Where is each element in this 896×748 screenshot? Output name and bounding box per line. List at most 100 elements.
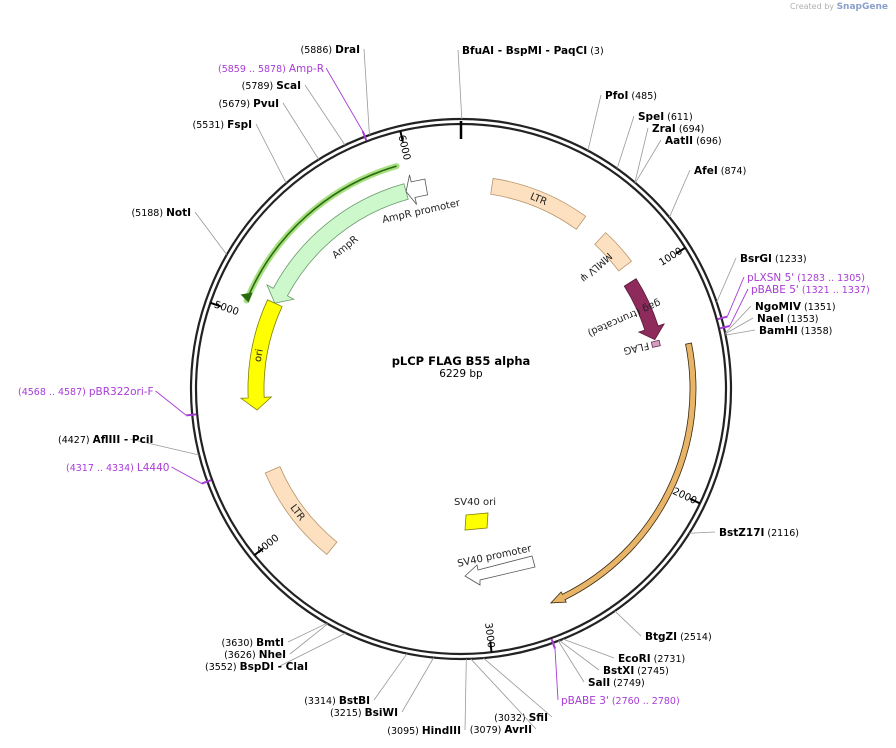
site-label-pfoi: PfoI (485) xyxy=(605,90,657,102)
site-pos-avrii: (3079) xyxy=(470,725,505,736)
tick-label-5000: 5000 xyxy=(212,300,240,319)
site-pos-pvui: (5679) xyxy=(218,99,253,110)
primer-range-amp-r: (5859 .. 5878) xyxy=(218,64,289,75)
feature-label-sv40-ori-5: SV40 ori xyxy=(454,497,496,508)
site-part-paqci: PaqCI xyxy=(554,45,588,57)
site-pos-bstbi: (3314) xyxy=(304,696,339,707)
feature-ori-8 xyxy=(239,299,283,411)
site-label-bstbi: (3314) BstBI xyxy=(304,695,370,707)
site-leader-bstz17i xyxy=(689,531,716,534)
site-label-noti: (5188) NotI xyxy=(131,207,191,219)
site-label-scai: (5789) ScaI xyxy=(242,80,301,92)
site-name-afei: AfeI xyxy=(694,165,718,177)
site-label-fspi: (5531) FspI xyxy=(193,119,252,131)
site-pos-noti: (5188) xyxy=(131,208,166,219)
site-label-pvui: (5679) PvuI xyxy=(218,98,279,110)
primers-layer: (5859 .. 5878) Amp-R pLXSN 5' (1283 .. 13… xyxy=(18,63,870,707)
feature-mmlv-1 xyxy=(594,232,633,272)
site-leader-afei xyxy=(669,169,691,218)
site-pos-bamhi: (1358) xyxy=(798,326,833,337)
site-pos-bsrgi: (1233) xyxy=(772,254,807,265)
primer-name-pbabe-5: pBABE 5' xyxy=(751,284,799,296)
site-part-: - xyxy=(494,45,506,57)
site-name-ngomiv: NgoMIV xyxy=(755,301,802,313)
site-label-afliii: (4427) AflIII - PciI xyxy=(58,434,153,446)
primer-range-l4440: (4317 .. 4334) xyxy=(66,463,137,474)
feature-label-flag-3: FLAG xyxy=(622,339,650,356)
site-leader-pvui xyxy=(282,102,320,160)
primer-name-amp-r: Amp-R xyxy=(289,63,324,75)
site-label-aatii: AatII (696) xyxy=(665,135,722,147)
tick-label-2000: 2000 xyxy=(671,486,699,507)
primer-mark-amp-r xyxy=(361,130,368,141)
site-leader-bsiwi xyxy=(401,657,435,713)
ampr-highlight-arrowhead xyxy=(240,292,253,303)
feature-sv40-ori-box xyxy=(464,512,489,531)
site-name-hindiii: HindIII xyxy=(422,725,461,737)
site-name-bstz17i: BstZ17I xyxy=(719,527,764,539)
tick-label-4000: 4000 xyxy=(255,533,282,558)
site-label-naei: NaeI (1353) xyxy=(757,313,819,325)
site-pos-bspdi: (3552) xyxy=(205,662,240,673)
site-pos-pfoi: (485) xyxy=(628,91,657,102)
site-name-bamhi: BamHI xyxy=(759,325,798,337)
primer-leader-pbabe-5 xyxy=(729,288,749,327)
site-name-avrii: AvrII xyxy=(504,724,532,736)
site-part-: - xyxy=(542,45,554,57)
site-leader-spei xyxy=(616,115,635,169)
site-pos-sali: (2749) xyxy=(610,678,645,689)
site-leader-bstxi xyxy=(559,640,600,671)
feature-b55-alpha-cds-4 xyxy=(549,342,697,604)
backbone-outer-circle xyxy=(189,117,733,661)
primer-label-plxsn-5: pLXSN 5' (1283 .. 1305) xyxy=(747,272,865,284)
site-label-zrai: ZraI (694) xyxy=(652,123,704,135)
site-label-spei: SpeI (611) xyxy=(638,111,693,123)
site-pos-aatii: (696) xyxy=(693,136,722,147)
tick-3000 xyxy=(489,641,493,653)
primer-range-pbabe-5: (1321 .. 1337) xyxy=(799,285,870,296)
site-name-sfii: SfiI xyxy=(529,712,548,724)
site-label-sfii: (3032) SfiI xyxy=(494,712,548,724)
site-part-bfuai: BfuAI xyxy=(462,45,494,57)
site-leader-fspi xyxy=(255,123,287,184)
site-leader-pfoi xyxy=(587,94,602,151)
site-pos-scai: (5789) xyxy=(242,81,277,92)
site-label-ecori: EcoRI (2731) xyxy=(618,653,685,665)
site-leader-noti xyxy=(194,211,228,255)
site-leader-sfii xyxy=(483,657,553,718)
backbone-ring xyxy=(189,117,733,661)
tick-1000 xyxy=(675,246,686,255)
site-label-bsrgi: BsrGI (1233) xyxy=(740,253,807,265)
credit-prefix: Created by xyxy=(790,2,835,11)
tick-4000 xyxy=(253,547,264,556)
site-pos-zrai: (694) xyxy=(676,124,705,135)
restriction-sites-layer: BfuAI - BspMI - PaqCI (3)PfoI (485)SpeI … xyxy=(58,44,836,737)
feature-flag-3 xyxy=(650,339,661,348)
site-name-pcii: - PciI xyxy=(120,434,153,446)
site-leader-bstbi xyxy=(373,653,408,701)
site-name-pvui: PvuI xyxy=(253,98,279,110)
feature-ltr-0 xyxy=(490,177,587,230)
feature-sv40-promoter-arrow xyxy=(464,555,536,586)
site-label-bamhi: BamHI (1358) xyxy=(759,325,832,337)
primer-name-plxsn-5: pLXSN 5' xyxy=(747,272,794,284)
primer-mark-pbabe-5 xyxy=(719,325,730,330)
site-pos-fspi: (5531) xyxy=(193,120,228,131)
site-label-nhei: (3626) NheI xyxy=(224,649,286,661)
site-name-bsiwi: BsiWI xyxy=(365,707,398,719)
primer-mark-l4440 xyxy=(201,479,212,485)
site-pos-sfii: (3032) xyxy=(494,713,529,724)
site-pos-nhei: (3626) xyxy=(224,650,259,661)
tick-2000 xyxy=(689,497,701,505)
primer-range-pbr322ori-f: (4568 .. 4587) xyxy=(18,387,89,398)
feature-ampr-9 xyxy=(266,183,409,304)
tick-5000 xyxy=(210,301,222,308)
backbone-inner-circle xyxy=(194,122,728,656)
site-name-spei: SpeI xyxy=(638,111,664,123)
feature-ltr-7 xyxy=(264,466,338,556)
primer-label-pbabe-3: pBABE 3' (2760 .. 2780) xyxy=(561,695,680,707)
site-label-bstxi: BstXI (2745) xyxy=(603,665,669,677)
site-leader-bmti xyxy=(287,622,328,643)
feature-label-mmlv-1: MMLV ψ xyxy=(578,250,614,284)
